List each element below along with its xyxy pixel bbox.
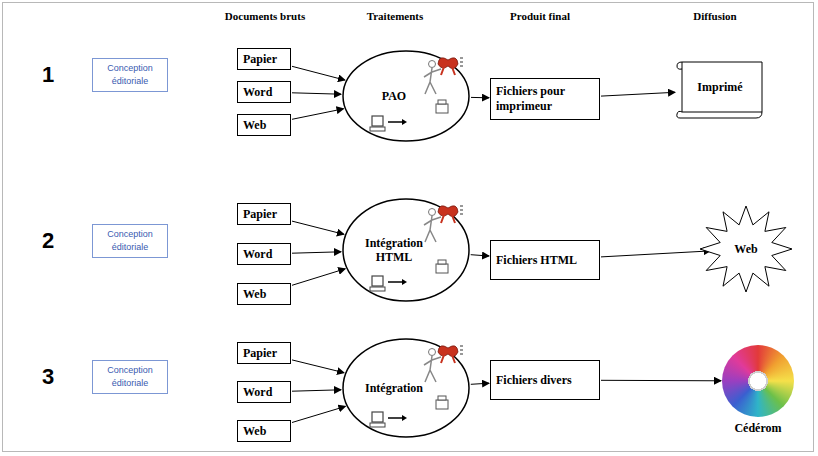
editorial-box: Conception éditoriale — [92, 360, 168, 394]
node-text: Conception éditoriale — [97, 364, 163, 389]
source-box: Papier — [237, 48, 291, 70]
output-box: Fichiers divers — [490, 360, 600, 400]
flow-arrow — [471, 97, 489, 98]
editorial-box: Conception éditoriale — [92, 58, 168, 92]
node-text: Imprimé — [697, 80, 742, 95]
node-text: Fichiers pour imprimeur — [496, 84, 594, 114]
process-ellipse: Intégration HTML — [342, 198, 470, 302]
node-text: Papier — [243, 346, 277, 361]
output-box: Fichiers pour imprimeur — [490, 78, 600, 120]
flow-arrow — [292, 252, 341, 253]
flow-arrow — [292, 390, 341, 391]
flow-arrow — [601, 380, 721, 382]
node-text: Papier — [243, 207, 277, 222]
row-number: 3 — [42, 364, 54, 390]
node-text: Web — [734, 242, 757, 257]
cd-disc — [722, 345, 794, 417]
node-text: Cédérom — [718, 421, 798, 436]
flow-arrow — [292, 66, 345, 80]
editorial-box: Conception éditoriale — [92, 224, 168, 258]
node-text: Fichiers HTML — [496, 253, 577, 268]
node-text: Word — [243, 85, 272, 100]
web-starburst: Web — [698, 204, 794, 294]
process-ellipse: Intégration — [342, 338, 470, 438]
source-box: Word — [237, 243, 291, 265]
source-box: Web — [237, 114, 291, 136]
flow-arrow — [292, 360, 344, 373]
column-header: Diffusion — [693, 10, 736, 22]
source-box: Papier — [237, 203, 291, 225]
node-text: Intégration — [352, 381, 436, 395]
node-text: Web — [243, 424, 266, 439]
flow-arrow — [471, 383, 489, 384]
row-number: 2 — [42, 228, 54, 254]
node-text: PAO — [352, 89, 436, 103]
flow-arrow — [292, 406, 345, 422]
source-box: Web — [237, 283, 291, 305]
node-text: Conception éditoriale — [97, 228, 163, 253]
flow-arrow — [601, 251, 711, 257]
node-text: Intégration HTML — [352, 236, 436, 265]
source-box: Word — [237, 81, 291, 103]
printed-scroll: Imprimé — [676, 58, 764, 122]
source-box: Web — [237, 420, 291, 442]
flow-arrow — [292, 269, 345, 286]
node-text: Word — [243, 385, 272, 400]
output-box: Fichiers HTML — [490, 240, 600, 280]
node-text: Fichiers divers — [496, 373, 572, 388]
node-text: Papier — [243, 52, 277, 67]
flow-arrow — [601, 92, 675, 96]
flow-arrow — [292, 221, 344, 234]
source-box: Word — [237, 381, 291, 403]
source-box: Papier — [237, 342, 291, 364]
process-ellipse: PAO — [342, 50, 470, 142]
node-text: Conception éditoriale — [97, 62, 163, 87]
cdrom-disc: Cédérom — [718, 345, 798, 445]
node-text: Word — [243, 247, 272, 262]
flow-arrow — [471, 255, 489, 256]
column-header: Documents bruts — [225, 10, 305, 22]
flow-arrow — [292, 93, 341, 94]
column-header: Traitements — [367, 10, 424, 22]
flow-arrow — [292, 109, 344, 120]
node-text: Web — [243, 287, 266, 302]
row-number: 1 — [42, 62, 54, 88]
column-header: Produit final — [510, 10, 570, 22]
node-text: Web — [243, 118, 266, 133]
